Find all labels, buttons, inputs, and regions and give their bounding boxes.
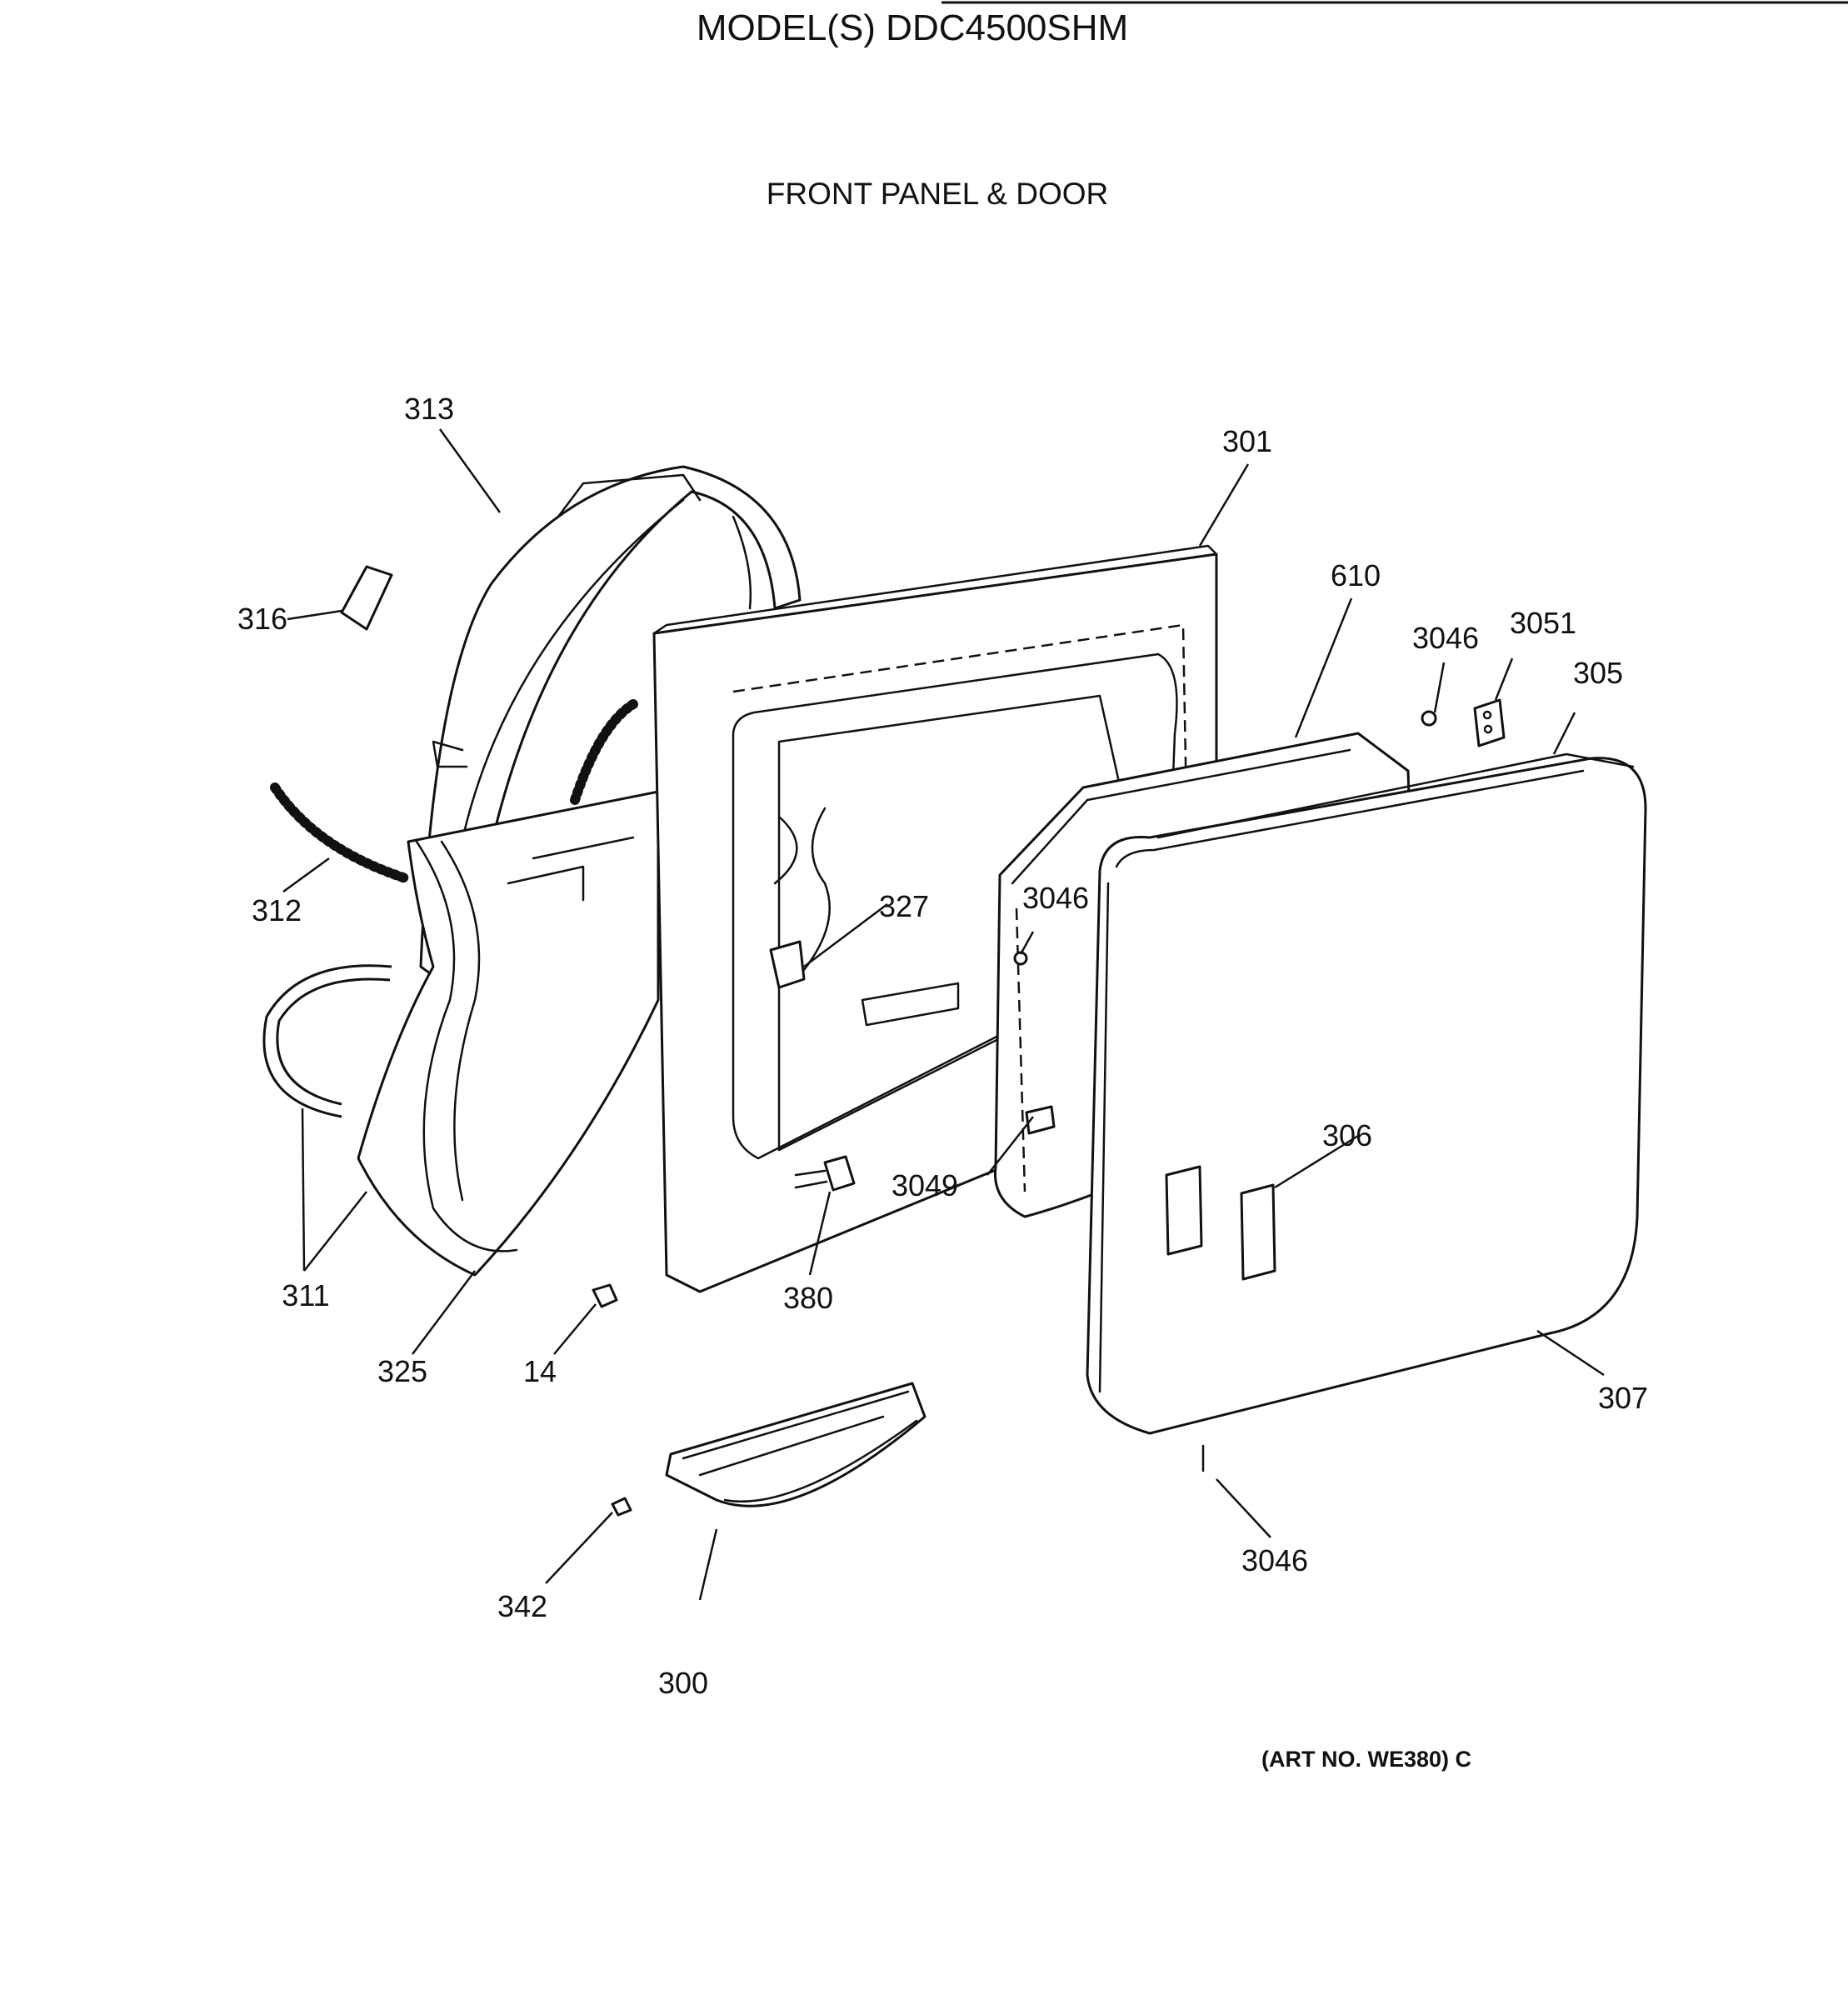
callout-14: 14 bbox=[523, 1354, 557, 1388]
callout-3046-mid: 3046 bbox=[1022, 881, 1089, 915]
callout-316: 316 bbox=[237, 602, 287, 636]
part-300-console bbox=[665, 1382, 926, 1508]
part-3046-screw-top bbox=[1421, 710, 1437, 727]
callout-307: 307 bbox=[1598, 1381, 1648, 1415]
part-307-outer-door bbox=[1086, 757, 1647, 1435]
callout-3046-top: 3046 bbox=[1412, 621, 1479, 655]
callout-380: 380 bbox=[783, 1281, 833, 1315]
callout-312: 312 bbox=[252, 893, 302, 928]
callout-301: 301 bbox=[1222, 424, 1272, 458]
callout-306: 306 bbox=[1322, 1118, 1372, 1152]
part-316-pad bbox=[340, 565, 393, 631]
callout-327: 327 bbox=[879, 889, 929, 923]
part-380-switch-harness bbox=[794, 1155, 856, 1192]
part-312-felt-seal bbox=[270, 782, 413, 884]
part-3049-strike bbox=[1025, 1105, 1056, 1135]
callout-3049: 3049 bbox=[892, 1168, 958, 1202]
art-number: (ART NO. WE380) C bbox=[1261, 1747, 1471, 1772]
leader-lines bbox=[282, 428, 1605, 1601]
part-312-felt-seal-upper bbox=[570, 699, 638, 805]
part-327-door-switch bbox=[769, 940, 806, 989]
part-325-bulkhead-duct bbox=[357, 790, 660, 1277]
part-3046-screw-mid bbox=[1013, 951, 1028, 966]
callout-305: 305 bbox=[1573, 656, 1623, 690]
callout-342: 342 bbox=[497, 1589, 547, 1623]
callout-325: 325 bbox=[377, 1354, 427, 1388]
callout-300: 300 bbox=[658, 1666, 708, 1700]
model-title: MODEL(S) DDC4500SHM bbox=[697, 8, 1128, 48]
part-311-seal-ring bbox=[262, 964, 392, 1118]
callout-313: 313 bbox=[404, 392, 454, 426]
part-3051-hinge bbox=[1473, 698, 1506, 748]
callout-311: 311 bbox=[282, 1278, 329, 1312]
callout-3046-bottom: 3046 bbox=[1241, 1543, 1308, 1578]
part-306-door-handle bbox=[1165, 1165, 1276, 1281]
part-342-screw bbox=[611, 1497, 632, 1517]
part-305-hinge-trim bbox=[1156, 752, 1635, 839]
section-title: FRONT PANEL & DOOR bbox=[767, 177, 1109, 211]
part-14-bumper bbox=[592, 1283, 618, 1308]
callout-3051: 3051 bbox=[1510, 606, 1576, 640]
callout-610: 610 bbox=[1331, 558, 1381, 592]
